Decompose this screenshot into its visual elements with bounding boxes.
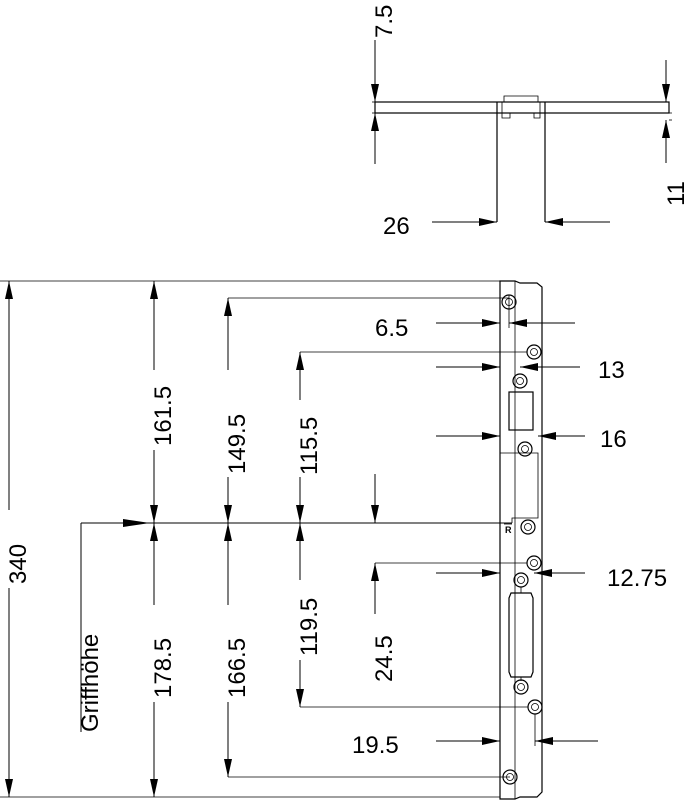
- dim-label-24-5: 24.5: [371, 635, 398, 682]
- arrow: [482, 319, 500, 327]
- arrow: [482, 569, 500, 577]
- arrow: [296, 523, 304, 541]
- arrow: [662, 120, 670, 138]
- arrow: [538, 432, 556, 440]
- top-view-handle-body: [496, 102, 546, 222]
- hole-9: [527, 699, 543, 715]
- connector-upper: [508, 391, 534, 431]
- dim-label-166-5: 166.5: [224, 638, 251, 698]
- arrow: [296, 505, 304, 523]
- dim-label-16: 16: [600, 426, 627, 453]
- handle-slot: [499, 438, 539, 523]
- dim-label-115-5: 115.5: [296, 417, 323, 475]
- dim-label-161-5: 161.5: [150, 386, 177, 446]
- arrow: [150, 523, 158, 541]
- arrow: [534, 569, 552, 577]
- arrow: [224, 505, 232, 523]
- arrow: [371, 84, 379, 102]
- panel-outline: [499, 280, 543, 800]
- top-view-bar: [374, 101, 670, 114]
- arrow: [520, 363, 538, 371]
- arrow: [479, 218, 497, 226]
- dim-label-149-5: 149.5: [224, 414, 251, 474]
- arrow: [296, 689, 304, 707]
- hole-3: [512, 373, 528, 389]
- dim-label-178-5: 178.5: [150, 638, 177, 698]
- arrow: [662, 84, 670, 102]
- front-panel: R: [499, 280, 543, 800]
- arrow: [296, 352, 304, 370]
- arrow: [482, 737, 500, 745]
- arrow: [224, 298, 232, 316]
- front-dimensions: 340 Griffhöhe 161.5 178.5 149.5 166.5: [0, 280, 667, 798]
- arrow: [150, 505, 158, 523]
- arrow: [123, 519, 150, 527]
- arrow: [150, 779, 158, 797]
- top-view: 7.5 11 26: [371, 5, 686, 240]
- hole-2: [526, 344, 542, 360]
- grip-label: Griffhöhe: [77, 634, 104, 732]
- hole-5: [520, 519, 536, 535]
- hole-8: [513, 679, 529, 695]
- top-view-handle-profile: [501, 95, 541, 119]
- arrow: [482, 432, 500, 440]
- connector-lower: [508, 592, 534, 678]
- hole-6: [526, 555, 542, 571]
- dim-label-26: 26: [383, 213, 410, 240]
- arrow: [224, 523, 232, 541]
- arrow: [371, 563, 379, 581]
- reference-mark: R: [505, 525, 512, 535]
- dim-label-119-5: 119.5: [296, 598, 323, 656]
- dim-label-19-5: 19.5: [352, 732, 399, 759]
- arrow: [5, 779, 13, 797]
- arrow: [150, 281, 158, 299]
- hole-7: [513, 572, 529, 588]
- dim-label-6-5: 6.5: [375, 315, 408, 342]
- dim-label-13: 13: [598, 357, 625, 384]
- arrow: [509, 319, 527, 327]
- dim-label-340: 340: [5, 544, 32, 584]
- dim-label-12-75: 12.75: [607, 565, 667, 592]
- arrow: [545, 218, 563, 226]
- arrow: [371, 505, 379, 523]
- arrow: [371, 113, 379, 131]
- arrow: [535, 737, 553, 745]
- arrow: [5, 281, 13, 299]
- arrow: [224, 759, 232, 777]
- dim-label-11: 11: [663, 181, 686, 206]
- hole-4: [517, 441, 533, 457]
- arrow: [482, 363, 500, 371]
- dim-label-7-5: 7.5: [371, 5, 398, 38]
